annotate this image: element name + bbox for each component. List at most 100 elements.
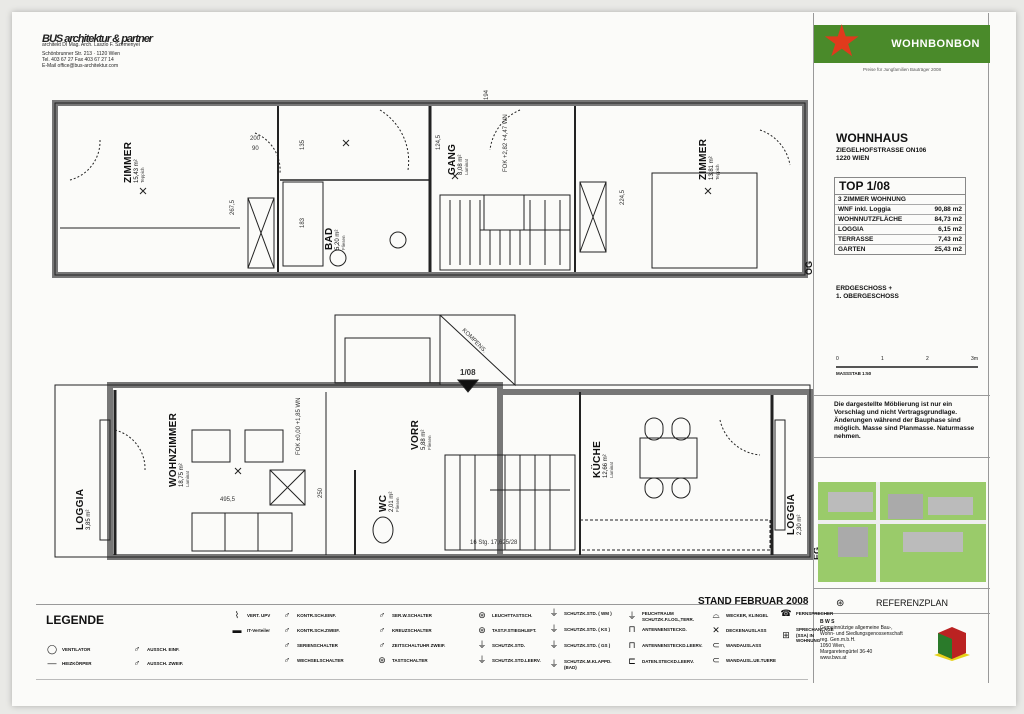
area-row: TERRASSE 7,43 m2 bbox=[835, 235, 965, 245]
floor-covering: Laminat bbox=[185, 470, 190, 487]
scale-tick: 0 bbox=[836, 356, 839, 362]
bws-cube-logo bbox=[934, 627, 970, 661]
floor-covering: Laminat bbox=[609, 461, 614, 478]
legend-label: KONTR.SCH.EINF. bbox=[297, 613, 337, 618]
area-value: 25,43 m2 bbox=[934, 246, 962, 253]
area-label: TERRASSE bbox=[838, 236, 874, 243]
scale-label: MASSSTAB 1:50 bbox=[836, 371, 872, 376]
data-icon: ⊏ bbox=[628, 656, 636, 666]
legend-item: ⌇ VERT. UPV bbox=[231, 610, 271, 620]
legend-label: TASTSCHALTER bbox=[392, 658, 428, 663]
architect-name: architekt DI Mag. Arch. Laszlo F. Szemen… bbox=[42, 42, 140, 48]
legend-label: ANTENNENSTECKD. bbox=[642, 627, 687, 632]
legend-item: ♂KREUZSCHALTER bbox=[376, 626, 432, 634]
legend-item: ⏚SCHUTZK.STD. ( GS ) bbox=[548, 641, 610, 649]
legend-item: ✕DECKENAUSLASS bbox=[710, 625, 766, 635]
legend-label: HEIZKÖRPER bbox=[62, 661, 92, 666]
legend-label: LEUCHTTASTSCH. bbox=[492, 613, 533, 618]
legend-label: WECHSELSCHALTER bbox=[297, 658, 344, 663]
dimension-label: 224,5 bbox=[620, 189, 626, 205]
stand-date: STAND FEBRUAR 2008 bbox=[698, 596, 809, 607]
it-verteiler-icon: ▬ bbox=[232, 625, 242, 635]
button-icon: ⊛ bbox=[478, 625, 486, 635]
legend-item: ⊏DATEN.STECKD.LEERV. bbox=[626, 656, 694, 666]
developer-line: reg. Gen.m.b.H. bbox=[820, 637, 856, 643]
socket-icon: ⏚ bbox=[477, 640, 487, 650]
legend-item: ⏚ SCHUTZK.M.KLAPPD. (BAD) bbox=[548, 659, 620, 670]
compass-icon: ⊛ bbox=[836, 598, 845, 609]
legend-label: SER.W.SCHALTER bbox=[392, 613, 432, 618]
legend-item: ♂AUSSCH. EINF. bbox=[131, 644, 180, 654]
floors-line-1: ERDGESCHOSS + bbox=[836, 285, 893, 292]
level-label-lower: FOK ±0,00 +1,85 WN bbox=[296, 397, 302, 455]
legend-item: ⊛TASTSCHALTER bbox=[376, 656, 428, 664]
legend-item: ⊓ANTENNENSTECKD. bbox=[626, 625, 687, 633]
legend-label: SCHUTZK.STD. bbox=[492, 643, 525, 648]
legend-label: FERNSPRECHER bbox=[796, 611, 834, 616]
reference-site-map bbox=[818, 482, 986, 582]
legend-label: IT-Verteiler bbox=[247, 628, 271, 633]
legend-label: VENTILATOR bbox=[62, 647, 91, 652]
ceiling-outlet-icon: ✕ bbox=[712, 625, 720, 635]
legend-item: ♂SERIENSCHALTER bbox=[281, 640, 338, 650]
legend-item: ♂WECHSELSCHALTER bbox=[281, 656, 344, 664]
legend-item: ⊛LEUCHTTASTSCH. bbox=[476, 611, 533, 619]
info-panel: ★ WOHNBONBON Preise für Jungfamilien Bau… bbox=[813, 13, 990, 683]
dimension-label: 250 bbox=[318, 487, 324, 498]
legend-label: ZEITSCHALTUHR ZWEIF. bbox=[392, 643, 446, 648]
switch-icon: ♂ bbox=[283, 610, 291, 620]
legend-label: SCHUTZK.STD. ( KS ) bbox=[564, 627, 610, 632]
dimension-label: 495,5 bbox=[220, 497, 236, 503]
switch-icon: ♂ bbox=[133, 644, 141, 654]
floor-covering: Fliesen bbox=[427, 435, 432, 450]
socket-icon: ⏚ bbox=[477, 655, 487, 665]
switch-icon: ♂ bbox=[283, 640, 291, 650]
building-title: WOHNHAUS bbox=[836, 131, 908, 145]
legend-item: ⊓ANTENNENSTECKD.LEERV. bbox=[626, 641, 702, 649]
disclaimer-note: Die dargestellte Möblierung ist nur ein … bbox=[834, 401, 975, 440]
legend-item: ⊂WANDAUSL.UE.TUERE bbox=[710, 656, 776, 664]
vert-upv-icon: ⌇ bbox=[234, 610, 240, 620]
legend-item: ⏚SCHUTZK.STD.LEERV. bbox=[476, 655, 540, 665]
legend-label: SCHUTZK.M.KLAPPD. (BAD) bbox=[564, 659, 612, 670]
level-label-upper: FOK +2,82 +4,47 WN bbox=[503, 114, 509, 172]
socket-icon: ⏚ bbox=[549, 658, 559, 669]
socket-icon: ⏚ bbox=[549, 624, 559, 634]
legend-item: —HEIZKÖRPER bbox=[46, 659, 92, 667]
legend-item: ⏚ SCHUTZK.STD. bbox=[476, 640, 525, 650]
legend-label: WANDAUSLASS bbox=[726, 643, 762, 648]
bell-icon: ⌓ bbox=[712, 610, 720, 620]
floor-covering: Laminat bbox=[464, 158, 469, 175]
developer-line: Margaretengürtel 36-40 bbox=[820, 649, 873, 655]
legend-item: ☎FERNSPRECHER bbox=[780, 609, 834, 617]
legend: LEGENDE ⌇VERT. UPV▬IT-Verteiler◯VENTILAT… bbox=[36, 604, 834, 680]
legend-label: WECKER, KLINGEL bbox=[726, 613, 769, 618]
area-value: 84,73 m2 bbox=[934, 216, 962, 223]
switch-icon: ♂ bbox=[378, 640, 386, 650]
stair-label: 16 Stg. 17,625/28 bbox=[470, 540, 518, 546]
floor-covering: Fliesen bbox=[395, 497, 400, 512]
area-label: LOGGIA bbox=[838, 226, 864, 233]
legend-item: ⏚ SCHUTZK.STD. ( KS ) bbox=[548, 624, 610, 634]
upper-floor-plan bbox=[52, 100, 808, 278]
dimension-label: 90 bbox=[252, 146, 259, 152]
developer-line: B W S bbox=[820, 619, 835, 625]
brand-name: WOHNBONBON bbox=[891, 38, 980, 50]
dimension-label: 267,5 bbox=[230, 199, 236, 215]
area-value: 7,43 m2 bbox=[938, 236, 962, 243]
legend-label: VERT. UPV bbox=[247, 613, 271, 618]
developer-line: Gemeinnützige allgemeine Bau-, bbox=[820, 625, 893, 631]
legend-item: ⌓ WECKER, KLINGEL bbox=[710, 610, 769, 620]
dimension-label: 135 bbox=[300, 139, 306, 150]
switch-icon: ♂ bbox=[283, 625, 291, 635]
